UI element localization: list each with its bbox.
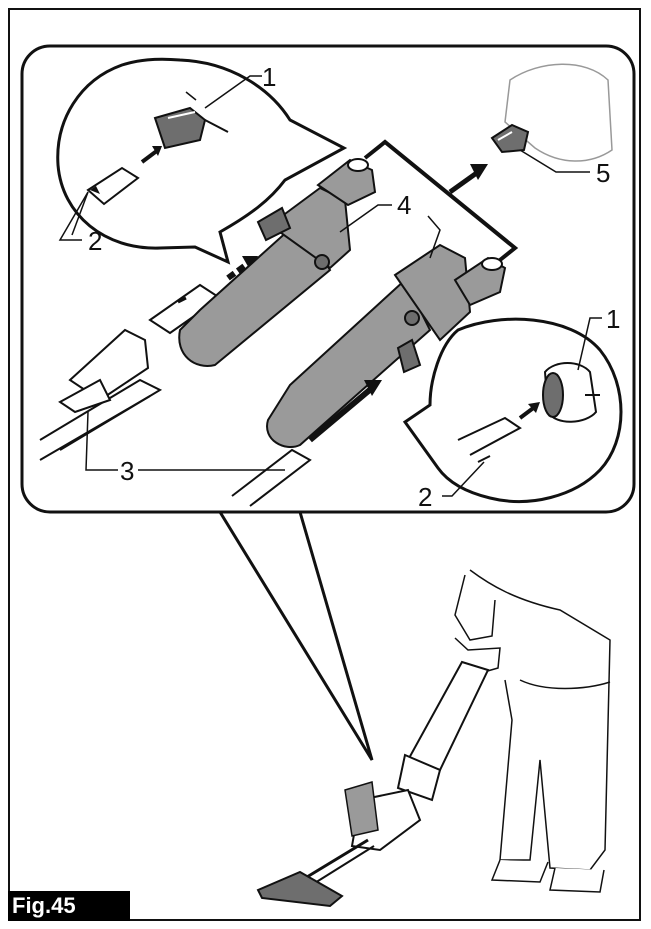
zoom-pointer [218, 511, 374, 761]
callout-2-bottom: 2 [418, 482, 433, 512]
cyclone-attachment-lower [266, 243, 507, 448]
callout-3: 3 [120, 456, 135, 486]
insert-arrow-top [140, 148, 160, 164]
callout-5: 5 [596, 158, 611, 188]
callout-1-top: 1 [262, 62, 277, 92]
pipe-end-detail-bottom [457, 416, 522, 456]
alternative-bracket [363, 139, 519, 262]
leader-4a [339, 204, 392, 233]
leader-4b [427, 215, 441, 259]
cleaner-nozzle [490, 63, 613, 162]
stick-vacuum-small [256, 660, 490, 908]
cyclone-attachment-upper [178, 158, 377, 367]
latch-detail-bottom [542, 362, 600, 423]
insert-arrow-left [226, 259, 252, 281]
extension-pipe-left [39, 283, 222, 461]
to-nozzle-arrow [448, 169, 480, 195]
leader-3 [85, 411, 118, 471]
leader-2-bottom [442, 461, 485, 497]
callout-2-top: 2 [88, 226, 103, 256]
magnifier-bubble-top [56, 57, 348, 265]
person-with-vacuum [454, 569, 611, 893]
figure-label: Fig.45 [8, 891, 130, 921]
insert-arrow-right [308, 385, 374, 443]
leader-1-bottom [577, 317, 602, 371]
pipe-end-detail-top [86, 166, 140, 206]
latch-detail-top [153, 91, 229, 150]
callout-4: 4 [397, 190, 412, 220]
leader-5 [519, 149, 590, 173]
callout-1-bottom: 1 [606, 304, 621, 334]
leader-1-top [204, 75, 262, 109]
extension-pipe-right [231, 448, 312, 507]
leader-2-top [58, 191, 89, 241]
